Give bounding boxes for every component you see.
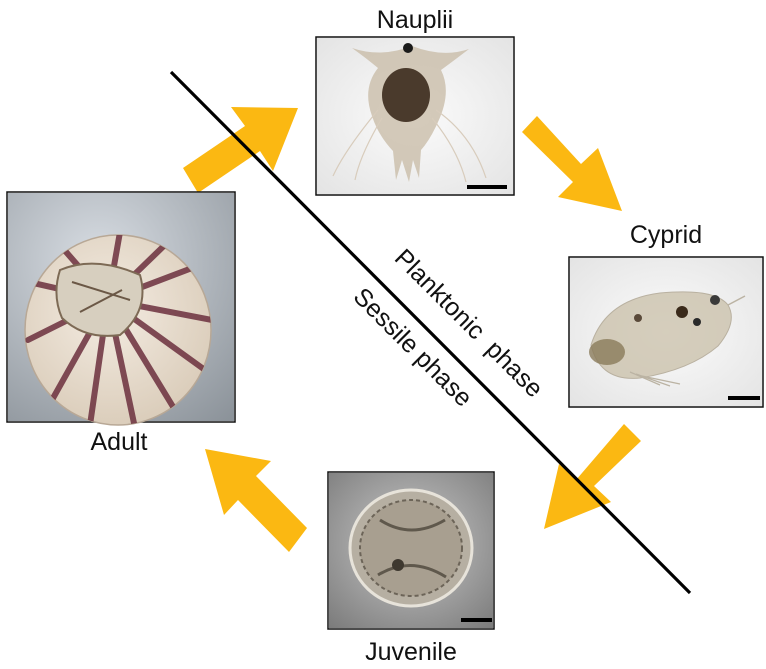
juvenile-photo xyxy=(328,472,494,629)
cyprid-scale-bar xyxy=(728,396,760,400)
nauplii-scale-bar xyxy=(467,185,507,189)
nauplii-photo xyxy=(316,37,514,195)
label-juvenile: Juvenile xyxy=(365,638,457,666)
label-cyprid: Cyprid xyxy=(630,221,702,249)
label-nauplii: Nauplii xyxy=(377,6,453,34)
label-adult: Adult xyxy=(91,428,148,456)
cyprid-photo xyxy=(569,257,763,407)
juvenile-scale-bar xyxy=(461,618,492,622)
arrow-cyprid-to-juvenile xyxy=(544,424,641,529)
label-planktonic-phase: Planktonic phase xyxy=(389,244,548,403)
adult-photo xyxy=(7,192,235,428)
arrow-nauplii-to-cyprid xyxy=(522,116,622,211)
arrow-juvenile-to-adult xyxy=(205,449,307,552)
